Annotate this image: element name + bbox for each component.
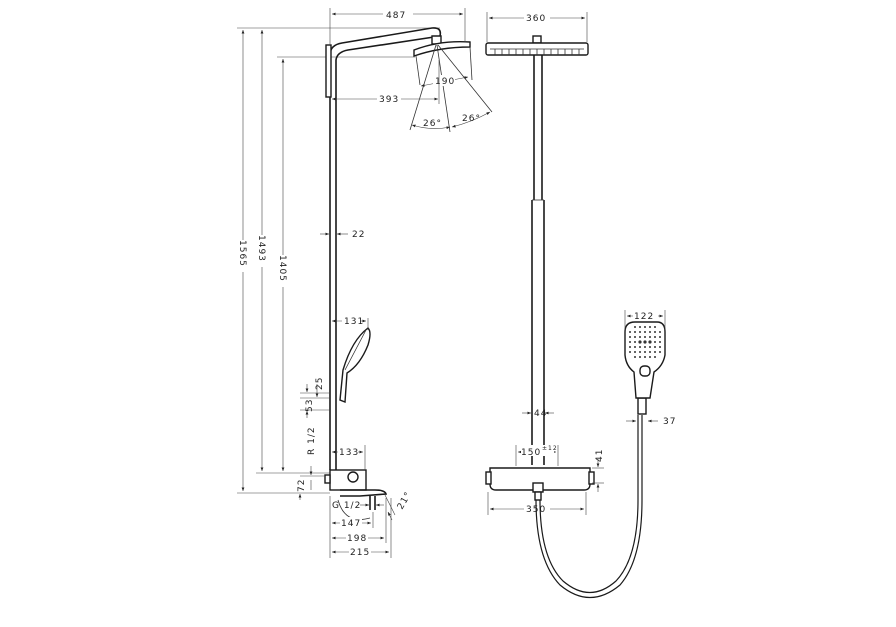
dim-1565: 1565	[237, 240, 247, 267]
nozzle-dot	[634, 341, 636, 343]
dim-72: 72	[297, 479, 307, 492]
dim-190: 190	[435, 77, 455, 87]
nozzle-dot	[659, 351, 661, 353]
nozzle-dot	[644, 331, 646, 333]
nozzle-dot	[649, 356, 651, 358]
nozzle-dot	[654, 351, 656, 353]
dim-44: 44	[534, 409, 547, 419]
dim-131: 131	[344, 317, 364, 327]
dim-360: 360	[526, 14, 546, 24]
nozzle-dot	[644, 356, 646, 358]
nozzle-dot	[644, 351, 646, 353]
dim-53: 53	[305, 399, 315, 412]
nozzle-dot	[629, 341, 631, 343]
dim-41: 41	[595, 449, 605, 462]
angle-21: 21°	[396, 490, 414, 511]
nozzle-dot	[629, 331, 631, 333]
nozzle-dot	[659, 341, 661, 343]
nozzle-dot	[634, 351, 636, 353]
nozzle-dot	[659, 346, 661, 348]
nozzle-dot	[639, 356, 641, 358]
nozzle-dot	[649, 346, 651, 348]
angle-26-right: 26°	[462, 114, 481, 124]
dim-1493: 1493	[256, 235, 266, 262]
nozzle-dot	[639, 336, 641, 338]
nozzle-dot	[654, 356, 656, 358]
nozzle-dot	[629, 351, 631, 353]
nozzle-dot	[654, 336, 656, 338]
dim-22: 22	[352, 230, 365, 240]
dim-25: 25	[315, 377, 325, 390]
nozzle-dot	[644, 326, 646, 328]
nozzle-dot	[654, 341, 656, 343]
nozzle-dot	[649, 336, 651, 338]
nozzle-dot	[644, 336, 646, 338]
nozzle-dot	[659, 331, 661, 333]
outlet-thread-g-half: G 1/2	[332, 501, 361, 511]
dim-198: 198	[347, 534, 367, 544]
nozzle-dot	[649, 351, 651, 353]
dim-122: 122	[634, 312, 654, 322]
dim-147: 147	[341, 519, 361, 529]
dim-1405: 1405	[277, 255, 287, 282]
nozzle-dot	[629, 346, 631, 348]
dim-37: 37	[663, 417, 676, 427]
nozzle-dot	[639, 326, 641, 328]
nozzle-dot	[634, 336, 636, 338]
dim-215: 215	[350, 548, 370, 558]
nozzle-dot	[639, 346, 641, 348]
nozzle-dot	[644, 346, 646, 348]
nozzle-dot	[634, 346, 636, 348]
angle-26-left: 26°	[423, 119, 442, 129]
front-view: 360 44 150 ±12 41 35	[485, 12, 676, 598]
nozzle-dot	[659, 336, 661, 338]
nozzle-dot	[649, 331, 651, 333]
nozzle-dot	[654, 331, 656, 333]
connection-r-half: R 1/2	[307, 426, 317, 455]
side-view: 487 190 393 26° 26° 22 131 25 53	[237, 8, 493, 558]
dim-393: 393	[379, 95, 399, 105]
tolerance-12: ±12	[542, 445, 558, 452]
nozzle-dot	[629, 336, 631, 338]
nozzle-dot	[638, 340, 642, 344]
dim-150: 150	[521, 448, 541, 458]
dim-487: 487	[386, 11, 406, 21]
nozzle-dot	[654, 346, 656, 348]
nozzle-dot	[634, 326, 636, 328]
nozzle-dot	[639, 351, 641, 353]
nozzle-dot	[648, 340, 652, 344]
nozzle-dot	[634, 331, 636, 333]
nozzle-dot	[654, 326, 656, 328]
nozzle-dot	[649, 326, 651, 328]
nozzle-dot	[639, 331, 641, 333]
nozzle-dot	[634, 356, 636, 358]
dim-133: 133	[339, 448, 359, 458]
nozzle-dot	[643, 340, 647, 344]
spray-nozzles	[629, 326, 661, 358]
